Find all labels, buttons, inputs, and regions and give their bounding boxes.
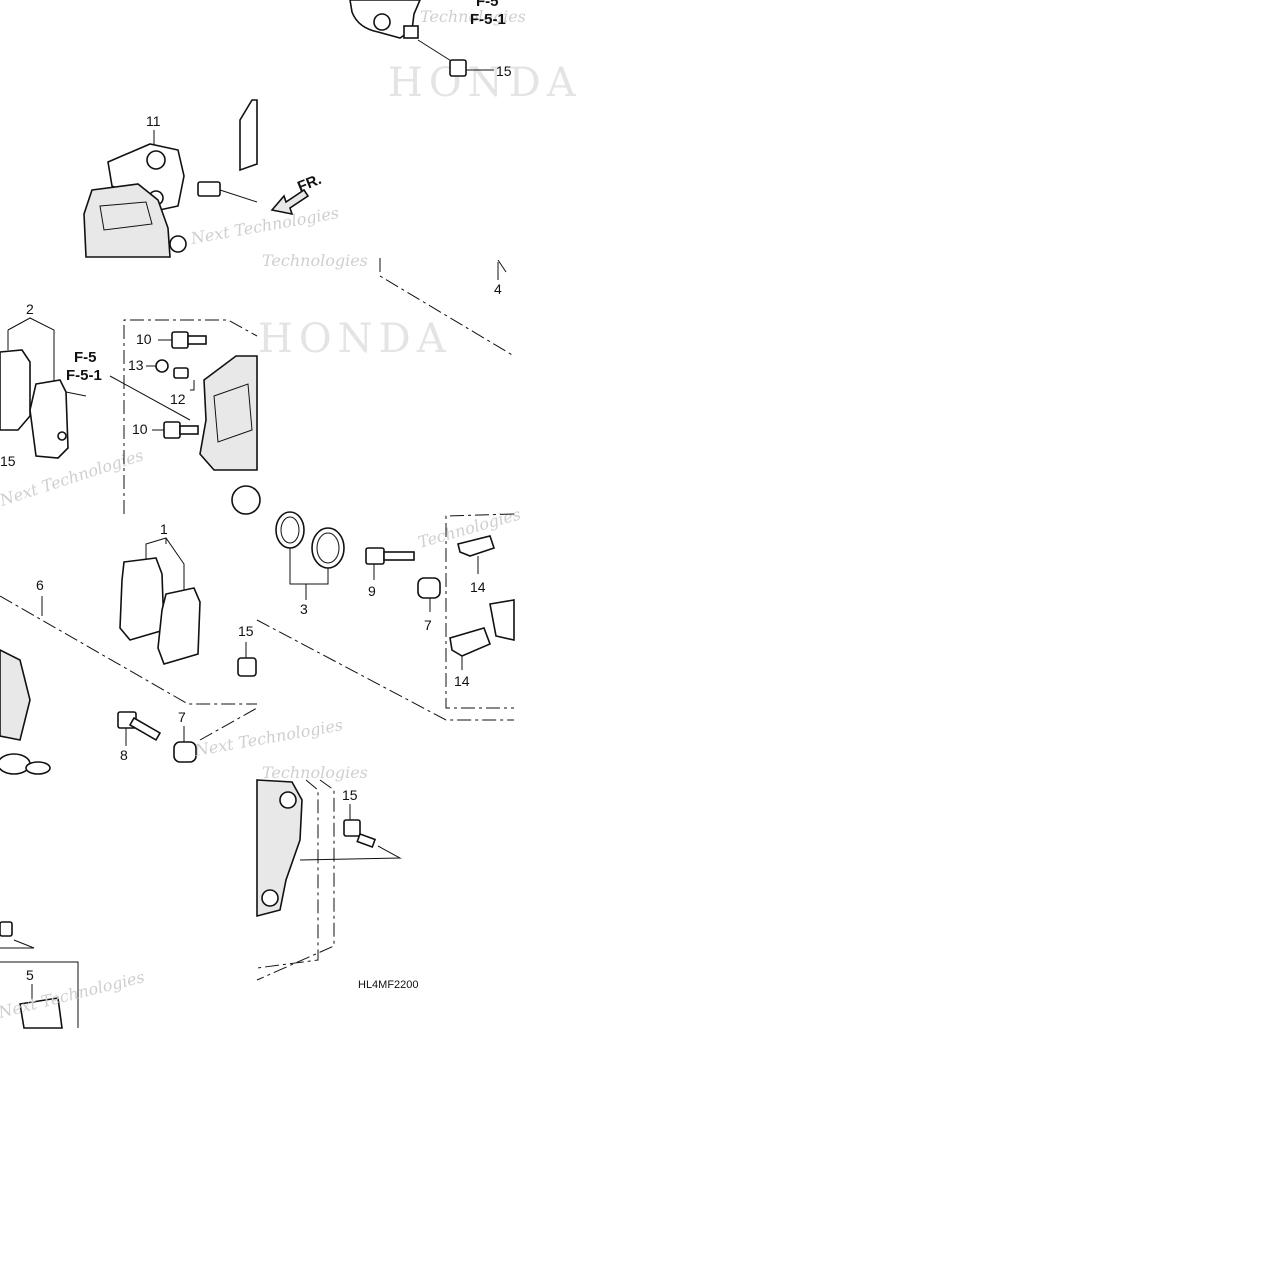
- slide-pin-8: [128, 716, 162, 742]
- stay-fragment: [239, 99, 258, 172]
- bolt-15-mid: [237, 657, 257, 677]
- bolt-10-bottom-shank: [179, 425, 199, 435]
- part-label-5: 5: [26, 967, 34, 983]
- bolt-15-head: [449, 59, 467, 77]
- pin-boot-7-left: [173, 741, 197, 763]
- piston: [231, 485, 261, 515]
- watermark-text-7: Technologies: [262, 763, 368, 782]
- bleeder-screw-12: [173, 367, 189, 379]
- bolt-10-top-shank: [187, 335, 207, 345]
- part-label-15-top: 15: [496, 63, 512, 79]
- part-label-2: 2: [26, 301, 34, 317]
- watermark-text-3: Technologies: [262, 251, 368, 270]
- direction-label: FR.: [295, 171, 324, 196]
- brake-pad-2b: [29, 379, 69, 459]
- tile-bracket-code: Technologies 15 HL4MF2200: [256, 763, 419, 991]
- brake-pad-1b: [157, 587, 201, 665]
- slide-pin-9: [383, 551, 415, 561]
- bracket-bolt: [197, 181, 221, 197]
- bolt-15-bottom: [343, 819, 361, 837]
- tile-top-right: HONDA Technologies 15 F-5 F-5-1: [349, 0, 582, 106]
- ref-f51-mid: F-5-1: [66, 367, 102, 384]
- diagram-code: HL4MF2200: [358, 979, 419, 991]
- bolt-10-top: [171, 331, 189, 349]
- brake-pad-2a: [0, 349, 31, 431]
- tile-seals-pins: Technologies 3 9 7 14 14: [256, 504, 523, 721]
- watermark-text-8: Next Technologies: [0, 967, 146, 1022]
- part-label-6: 6: [36, 577, 44, 593]
- caliper-body: [83, 183, 171, 258]
- part-label-15-left: 15: [0, 453, 16, 469]
- watermark-brand: HONDA: [388, 60, 582, 106]
- part-label-11: 11: [146, 113, 161, 129]
- part-label-15-mid: 15: [238, 623, 254, 639]
- caliper-body-6: [0, 649, 31, 741]
- watermark-text-2: Next Technologies: [188, 203, 340, 248]
- part-label-10-top: 10: [136, 331, 152, 347]
- bolt-10-bottom: [163, 421, 181, 439]
- part-label-14-bottom: 14: [454, 673, 470, 689]
- part-label-13: 13: [128, 357, 144, 373]
- part-label-14-top: 14: [470, 579, 486, 595]
- part-label-10-bottom: 10: [132, 421, 148, 437]
- pin-boot-7: [417, 577, 441, 599]
- caliper-bracket-fragment: [256, 779, 303, 918]
- part-label-4: 4: [494, 281, 502, 297]
- watermark-text-6: Next Technologies: [192, 715, 344, 760]
- part-label-12: 12: [170, 391, 186, 407]
- part-label-7-right: 7: [424, 617, 432, 633]
- front-arrow-icon: [270, 188, 310, 216]
- bolt-fragment: [0, 921, 13, 937]
- bleeder-cap-13: [155, 359, 169, 373]
- caliper-fragment-right: [489, 599, 515, 641]
- slide-pin-9-head: [365, 547, 385, 565]
- part-label-1: 1: [160, 521, 168, 537]
- ref-f5-mid: F-5: [74, 349, 97, 366]
- ref-f51-top: F-5-1: [470, 11, 506, 28]
- tile-pads-caliper: 2 15 Next Technologies F-5 F-5-1 10 13 1…: [0, 301, 261, 515]
- brake-pad-1a: [119, 557, 165, 641]
- tile-pads-1: 1 6 15 8 7 Next Technologies: [0, 521, 344, 775]
- part-label-7-left: 7: [178, 709, 186, 725]
- bolt-15-bottom-shank: [356, 832, 377, 849]
- pad-spring-14a: [457, 535, 496, 557]
- part-label-8: 8: [120, 747, 128, 763]
- part-label-9: 9: [368, 583, 376, 599]
- caliper-assembly: [199, 355, 258, 471]
- tile-brand-strip: Technologies HONDA 4: [258, 251, 515, 362]
- watermark-text: Technologies: [420, 7, 526, 26]
- ref-f5-top: F-5: [476, 0, 499, 10]
- part-5: [19, 997, 63, 1029]
- part-label-3: 3: [300, 601, 308, 617]
- caliper-fitting: [373, 13, 391, 31]
- tile-bottom-left: 5 Next Technologies: [0, 921, 146, 1029]
- watermark-brand-2: HONDA: [258, 316, 452, 362]
- tile-direction: FR.: [270, 171, 324, 216]
- caliper-boss: [403, 25, 419, 39]
- part-label-15-bottom: 15: [342, 787, 358, 803]
- pad-spring-14b: [449, 627, 492, 657]
